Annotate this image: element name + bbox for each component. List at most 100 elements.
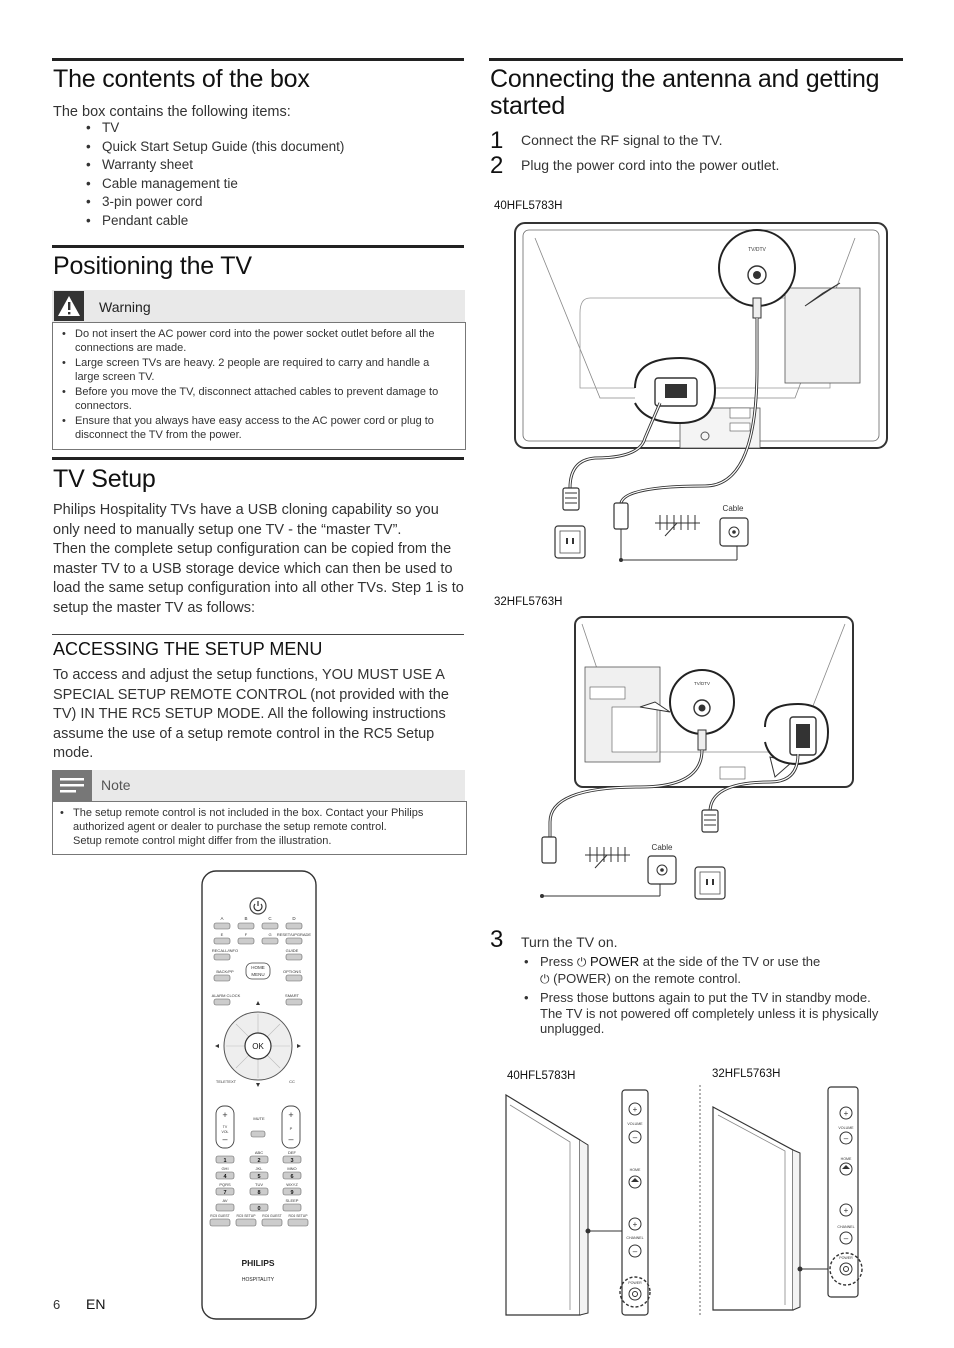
remote-key-label: E — [221, 932, 224, 937]
remote-key-label: G — [268, 932, 271, 937]
warning-item: Ensure that you always have easy access … — [62, 414, 455, 442]
setup-paragraph-1: Philips Hospitality TVs have a USB cloni… — [53, 502, 439, 538]
list-item: TV — [84, 119, 344, 138]
svg-text:+: + — [844, 1206, 849, 1215]
svg-text:–: – — [633, 1247, 638, 1256]
svg-text:4: 4 — [223, 1174, 227, 1180]
channel-rocker — [281, 1105, 301, 1149]
list-item: Press ⏻ POWER at the side of the TV or u… — [522, 954, 882, 987]
remote-key-label: A — [220, 916, 223, 921]
language-code: EN — [86, 1296, 106, 1312]
svg-text:2: 2 — [257, 1158, 260, 1164]
svg-text:SLEEP: SLEEP — [286, 1198, 299, 1203]
step-text: Turn the TV on. — [521, 934, 618, 950]
diagram-side-controls: + VOLUME – HOME + CHANNEL – POWER + VOLU… — [505, 1085, 863, 1317]
svg-text:DEF: DEF — [288, 1150, 297, 1155]
subsection-title-setup-menu: ACCESSING THE SETUP MENU — [53, 639, 323, 659]
list-item: 3-pin power cord — [84, 193, 344, 212]
svg-text:MNO: MNO — [287, 1166, 296, 1171]
remote-key-label: ALARM CLOCK — [212, 993, 241, 998]
power-highlight — [829, 1252, 863, 1286]
note-icon — [52, 770, 92, 801]
step-number: 2 — [490, 152, 504, 179]
svg-text:–: – — [844, 1234, 849, 1243]
warning-item: Do not insert the AC power cord into the… — [62, 327, 455, 355]
remote-key-label: RESET/UPGRADE — [277, 932, 312, 937]
svg-text:POWER: POWER — [839, 1256, 853, 1260]
remote-brand: PHILIPS — [241, 1258, 274, 1268]
home-menu-button — [245, 962, 271, 980]
section-title-positioning: Positioning the TV — [53, 252, 252, 280]
model-label: 40HFL5783H — [494, 200, 563, 212]
note-label: Note — [101, 777, 131, 793]
svg-text:TV: TV — [223, 1125, 228, 1129]
remote-key-label: OPTIONS — [283, 969, 301, 974]
svg-text:+: + — [633, 1105, 638, 1114]
cable-label: Cable — [652, 843, 673, 852]
model-label: 40HFL5783H — [507, 1070, 576, 1082]
svg-text:RC5 GUEST: RC5 GUEST — [210, 1214, 229, 1218]
svg-text:ABC: ABC — [255, 1150, 263, 1155]
svg-text:3: 3 — [290, 1158, 293, 1164]
svg-text:AV: AV — [222, 1198, 227, 1203]
box-intro: The box contains the following items: — [53, 104, 291, 120]
svg-text:CHANNEL: CHANNEL — [626, 1236, 643, 1240]
svg-text:–: – — [633, 1133, 638, 1142]
section-rule — [52, 245, 464, 248]
svg-text:RC5 SETUP: RC5 SETUP — [236, 1214, 256, 1218]
note-box: The setup remote control is not included… — [52, 801, 467, 855]
section-title-box-contents: The contents of the box — [53, 65, 310, 93]
step3-list: Press ⏻ POWER at the side of the TV or u… — [522, 954, 882, 1040]
svg-text:8: 8 — [257, 1190, 260, 1196]
svg-text:7: 7 — [223, 1190, 226, 1196]
remote-key-label: CC — [289, 1079, 295, 1084]
remote-key-label: C — [268, 916, 272, 921]
svg-text:–: – — [288, 1134, 293, 1144]
cable-label: Cable — [723, 504, 744, 513]
svg-text:9: 9 — [290, 1190, 293, 1196]
remote-key-label: F — [245, 932, 248, 937]
model-label: 32HFL5763H — [712, 1068, 781, 1080]
svg-text:VOLUME: VOLUME — [627, 1122, 643, 1126]
remote-key-label: RECALL/INFO — [212, 948, 238, 953]
power-icon: ⏻ — [576, 955, 587, 969]
step-text: Plug the power cord into the power outle… — [521, 157, 780, 173]
svg-text:TV/DTV: TV/DTV — [748, 247, 766, 253]
section-rule — [52, 58, 464, 61]
power-icon: ⏻ — [540, 971, 550, 986]
svg-text:P: P — [290, 1126, 293, 1131]
svg-text:POWER: POWER — [628, 1281, 642, 1285]
svg-text:HOME: HOME — [630, 1168, 641, 1172]
bullet-text: Press — [540, 954, 574, 969]
section-rule — [489, 58, 903, 61]
diagram-32hfl-connection: TV/DTV Cable — [540, 616, 854, 900]
remote-key-label: TELETEXT — [216, 1079, 237, 1084]
svg-text:VOL: VOL — [221, 1130, 228, 1134]
page-number: 6 — [53, 1297, 61, 1312]
remote-sub: HOSPITALITY — [242, 1277, 275, 1283]
wall-socket — [694, 866, 726, 900]
connector-panel — [784, 287, 861, 384]
svg-text:GHI: GHI — [221, 1166, 228, 1171]
power-highlight — [619, 1276, 651, 1308]
diagram-40hfl-connection: TV/DTV Cable — [514, 222, 888, 562]
svg-text:WXYZ: WXYZ — [286, 1182, 298, 1187]
bullet-text: at the side of the TV or use the — [642, 954, 821, 969]
remote-key-label: SMART — [285, 993, 299, 998]
step-number: 1 — [490, 127, 504, 154]
svg-text:+: + — [222, 1110, 227, 1120]
section-title-connecting: Connecting the antenna and getting start… — [490, 65, 880, 120]
setup-paragraph-2: Then the complete setup configuration ca… — [53, 541, 464, 616]
remote-control-illustration: A B C D E F G RESET/UPGRADE RECALL/INFO … — [201, 870, 317, 1320]
note-text-1: The setup remote control is not included… — [73, 807, 424, 833]
svg-text:+: + — [844, 1109, 849, 1118]
title-line: Connecting the antenna and getting — [490, 65, 880, 93]
ok-label: OK — [252, 1042, 264, 1051]
list-item: Cable management tie — [84, 175, 344, 194]
list-item: Pendant cable — [84, 212, 344, 231]
bullet-text: (POWER) on the remote control. — [553, 970, 741, 986]
step-text: Connect the RF signal to the TV. — [521, 132, 723, 148]
list-item: Quick Start Setup Guide (this document) — [84, 138, 344, 157]
warning-label: Warning — [99, 299, 151, 315]
warning-box: Do not insert the AC power cord into the… — [52, 322, 466, 450]
